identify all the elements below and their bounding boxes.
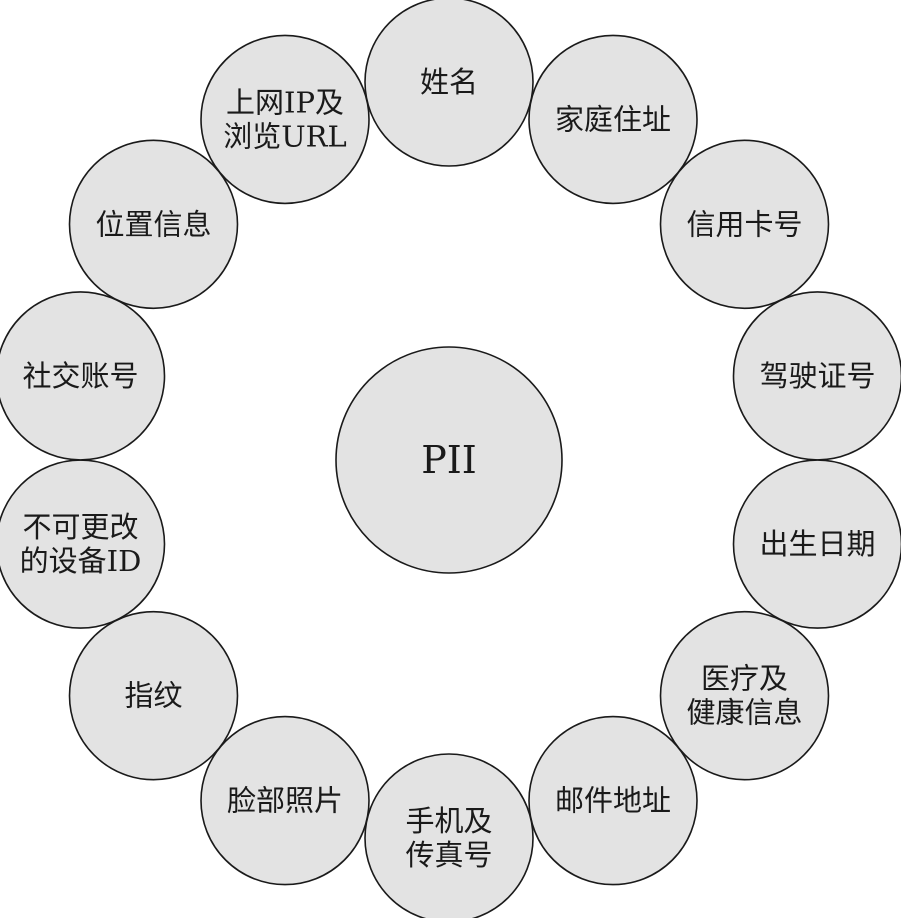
node-label: 上网IP及 xyxy=(226,85,344,119)
pii-node-name: 姓名 xyxy=(364,0,534,167)
node-circle xyxy=(0,291,166,461)
node-circle xyxy=(68,139,239,310)
node-label: 邮件地址 xyxy=(555,784,671,818)
node-circle xyxy=(364,0,534,167)
node-label: 浏览URL xyxy=(223,119,347,153)
pii-node-fingerprint: 指纹 xyxy=(68,610,239,781)
pii-node-social-account: 社交账号 xyxy=(0,291,166,461)
pii-node-home-address: 家庭住址 xyxy=(528,34,698,205)
node-label: 健康信息 xyxy=(686,696,802,730)
pii-node-credit-card: 信用卡号 xyxy=(659,139,830,310)
node-circle xyxy=(659,139,830,310)
node-circle xyxy=(528,715,698,886)
node-label: 姓名 xyxy=(420,65,478,99)
node-label: 的设备ID xyxy=(20,544,142,578)
node-label: 位置信息 xyxy=(95,207,211,241)
pii-center: PII xyxy=(335,346,563,574)
node-label: 医疗及 xyxy=(701,662,788,696)
node-circle xyxy=(364,753,534,918)
pii-node-birth-date: 出生日期 xyxy=(732,459,901,629)
pii-node-face-photo: 脸部照片 xyxy=(200,715,370,886)
node-circle xyxy=(528,34,698,205)
node-circle xyxy=(200,715,370,886)
center-circle xyxy=(335,346,563,574)
pii-node-location: 位置信息 xyxy=(68,139,239,310)
node-label: 驾驶证号 xyxy=(759,359,875,393)
node-label: 手机及 xyxy=(405,804,492,838)
node-label: 传真号 xyxy=(405,838,492,872)
node-label: 脸部照片 xyxy=(227,784,343,818)
pii-node-driver-license: 驾驶证号 xyxy=(732,291,901,461)
node-label: 社交账号 xyxy=(22,359,138,393)
node-label: 不可更改 xyxy=(22,510,138,544)
pii-node-mail-address: 邮件地址 xyxy=(528,715,698,886)
node-circle xyxy=(68,610,239,781)
node-circle xyxy=(200,34,370,205)
node-circle xyxy=(659,610,830,781)
node-circle xyxy=(732,459,901,629)
node-label: 指纹 xyxy=(124,679,182,713)
node-label: 出生日期 xyxy=(759,527,875,561)
center-label: PII xyxy=(421,438,477,482)
node-label: 家庭住址 xyxy=(555,102,671,136)
node-label: 信用卡号 xyxy=(686,207,802,241)
